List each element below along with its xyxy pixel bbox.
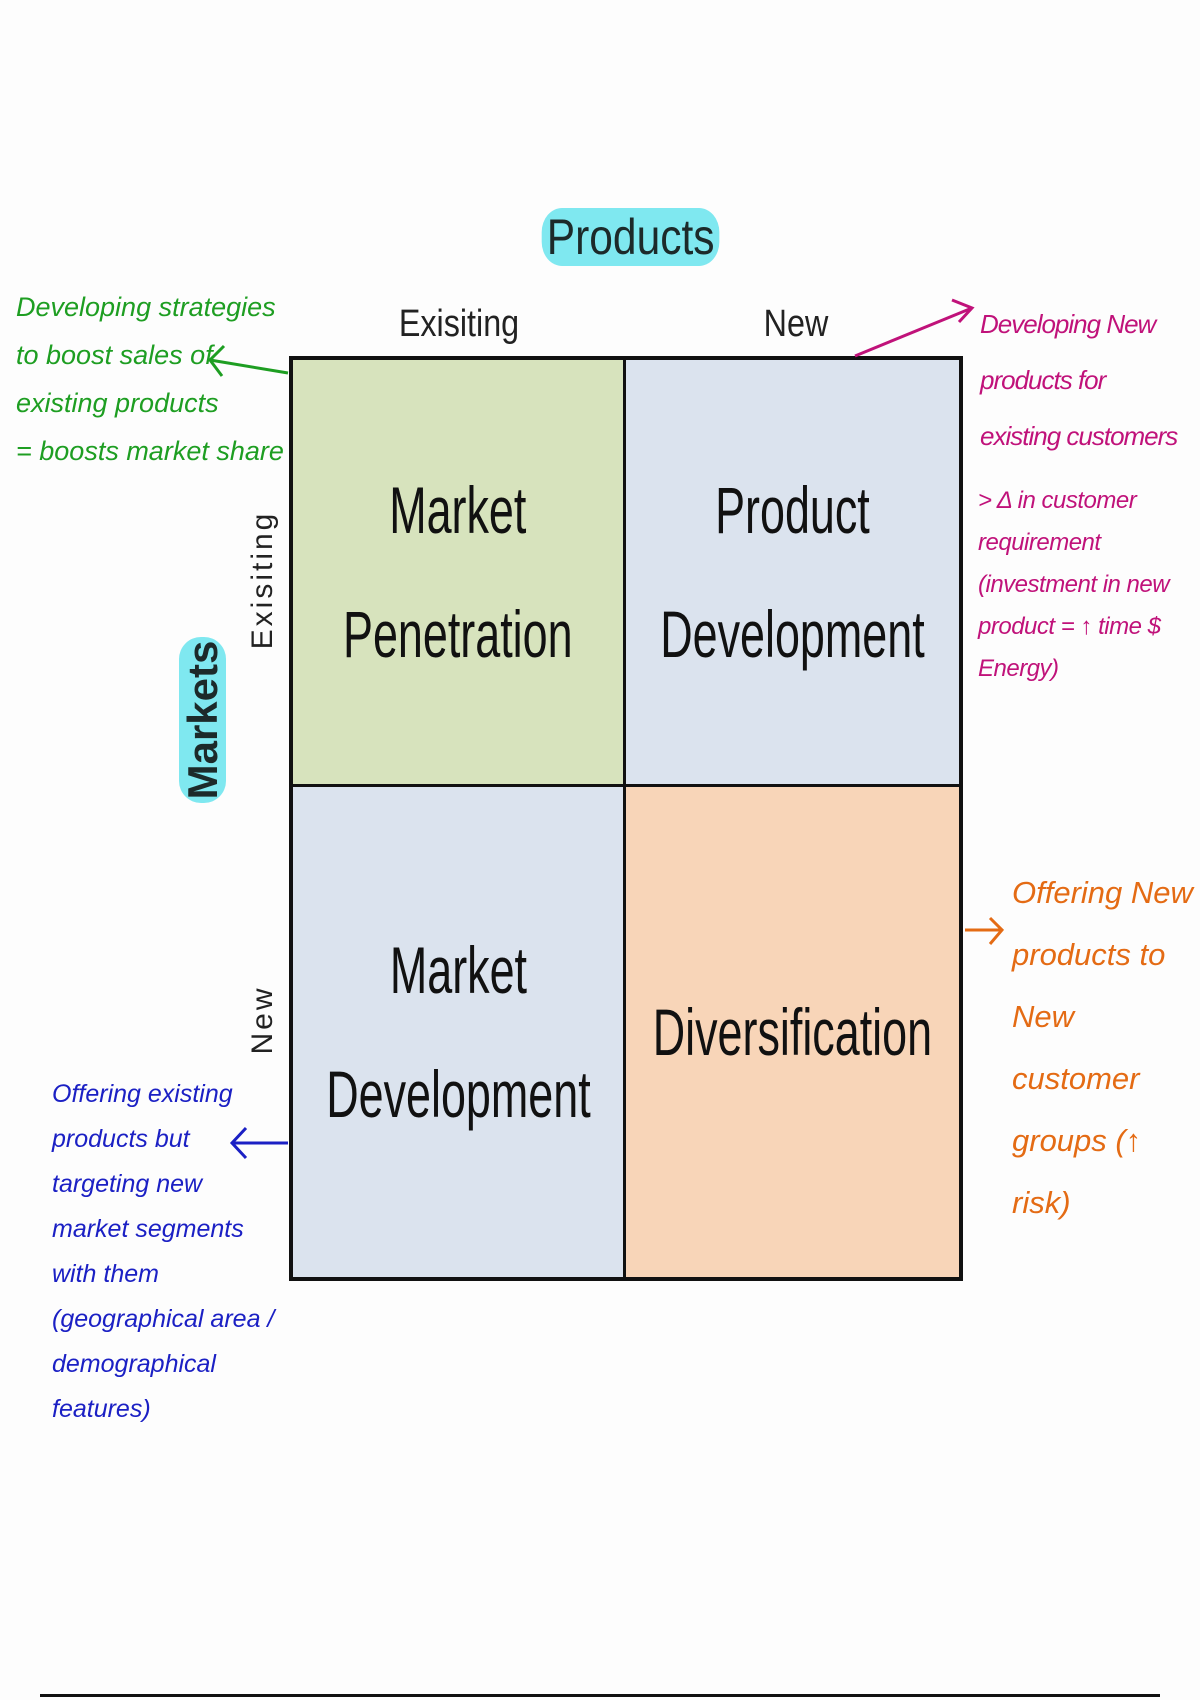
bottom-divider	[40, 1694, 1160, 1697]
column-label-existing: Exisiting	[398, 303, 520, 345]
note-diversification: Offering New products to New customer gr…	[1012, 875, 1193, 1220]
note-market-penetration: Developing strategies to boost sales of …	[16, 292, 284, 466]
magenta-arrow	[854, 298, 975, 358]
green-arrow	[208, 344, 289, 377]
products-axis-title: Products	[526, 208, 726, 266]
note-market-development: Offering existing products but targeting…	[52, 1080, 275, 1423]
note-product-development: Developing New products for existing cus…	[980, 309, 1178, 451]
column-label-new: New	[763, 303, 829, 345]
cell-diversification: Diversification	[626, 787, 959, 1277]
blue-arrow	[229, 1126, 288, 1160]
note-product-development-extra: > Δ in customer requirement (investment …	[978, 487, 1170, 682]
orange-arrow	[965, 916, 1005, 945]
